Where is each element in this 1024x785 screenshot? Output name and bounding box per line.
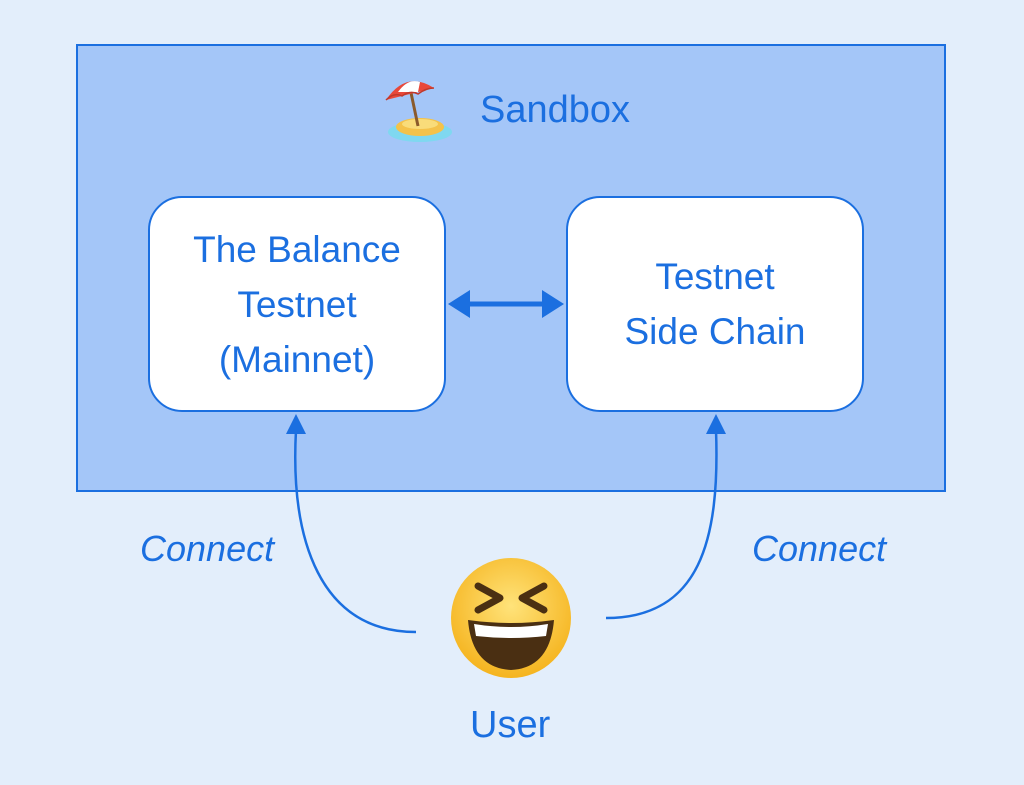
node-label-line: Testnet xyxy=(655,256,775,297)
grinning-squinting-face-icon xyxy=(451,558,571,678)
node-testnet-side-chain: Testnet Side Chain xyxy=(566,196,864,412)
sandbox-title: Sandbox xyxy=(380,74,630,146)
node-label-line: Side Chain xyxy=(624,311,806,352)
node-the-balance-testnet: The Balance Testnet (Mainnet) xyxy=(148,196,446,412)
edge-label-connect-left: Connect xyxy=(140,528,275,569)
user-label: User xyxy=(470,704,551,746)
sandbox-label: Sandbox xyxy=(480,88,631,131)
edge-label-connect-right: Connect xyxy=(752,528,887,569)
node-label-line: The Balance xyxy=(193,228,401,270)
node-label-line: Testnet xyxy=(237,283,357,325)
node-label-line: (Mainnet) xyxy=(218,338,376,380)
beach-umbrella-island-icon xyxy=(385,81,452,142)
